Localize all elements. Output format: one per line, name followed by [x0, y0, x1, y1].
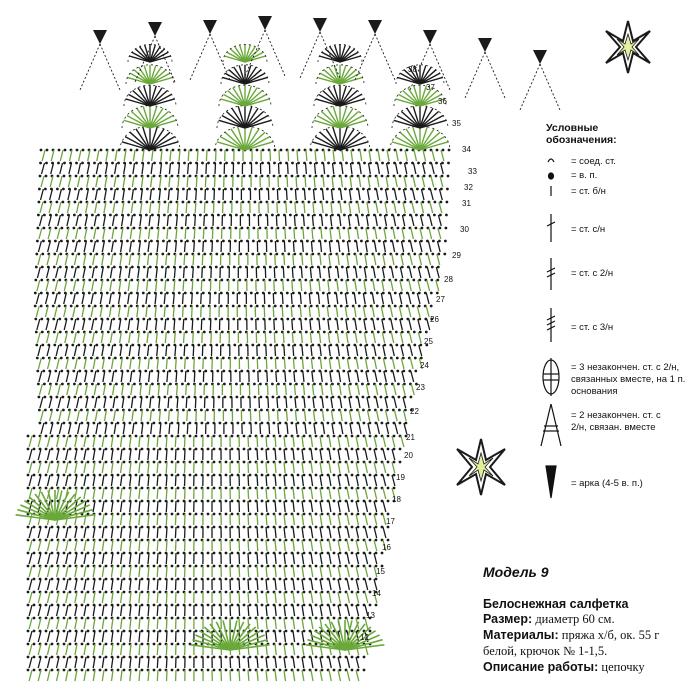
chain-icon [547, 172, 555, 180]
row-number-label: 19 [396, 473, 405, 482]
row-number-label: 22 [410, 407, 419, 416]
legend-item-tr: = ст. с 2/н [571, 268, 614, 279]
row-number-label: 30 [460, 225, 469, 234]
doily-pattern [15, 16, 561, 682]
model-name: Белоснежная салфетка [483, 597, 629, 611]
row-number-label: 38 [408, 65, 417, 74]
row-number-label: 25 [424, 337, 433, 346]
row-number-label: 21 [406, 433, 415, 442]
row-number-label: 23 [416, 383, 425, 392]
model-size: Размер: диаметр 60 см. [483, 612, 615, 626]
model-work: Описание работы: цепочку [483, 660, 645, 674]
row-number-label: 14 [372, 589, 381, 598]
legend-title: Условные обозначения: [546, 122, 617, 146]
row-number-label: 15 [376, 567, 385, 576]
row-number-label: 18 [392, 495, 401, 504]
legend-item-arch: = арка (4-5 в. п.) [571, 478, 643, 489]
row-number-label: 31 [462, 199, 471, 208]
row-number-label: 29 [452, 251, 461, 260]
legend-item-sc: = ст. б/н [571, 186, 606, 197]
legend-item-slip-stitch: = соед. ст. [571, 156, 616, 167]
row-number-label: 35 [452, 119, 461, 128]
arch-icon [545, 465, 557, 499]
row-number-label: 37 [426, 83, 435, 92]
row-number-label: 24 [420, 361, 429, 370]
row-number-label: 12 [360, 633, 369, 642]
legend-item-dtr: = ст. с 3/н [571, 322, 614, 333]
cluster2-icon [540, 403, 562, 447]
legend-symbols [540, 158, 562, 499]
model-title: Модель 9 [483, 564, 549, 580]
decorative-star-icon [456, 438, 506, 496]
legend-item-dc: = ст. с/н [571, 224, 606, 235]
row-number-label: 16 [382, 543, 391, 552]
legend-item-cluster2: = 2 незакончен. ст. с 2/н, связан. вмест… [571, 410, 661, 433]
model-materials-line2: белой, крючок № 1-1,5. [483, 644, 608, 658]
row-number-label: 27 [436, 295, 445, 304]
row-number-label: 13 [366, 611, 375, 620]
row-number-label: 34 [462, 145, 471, 154]
model-materials: Материалы: пряжа х/б, ок. 55 г [483, 628, 660, 642]
slip-stitch-icon [547, 158, 555, 163]
legend-item-cluster3: = 3 незакончен. ст. с 2/н, связанных вме… [571, 362, 686, 397]
row-number-label: 28 [444, 275, 453, 284]
row-number-label: 17 [386, 517, 395, 526]
row-number-label: 36 [438, 97, 447, 106]
row-number-label: 26 [430, 315, 439, 324]
row-number-label: 32 [464, 183, 473, 192]
decorative-star-icon [605, 20, 651, 74]
row-number-label: 33 [468, 167, 477, 176]
row-number-label: 20 [404, 451, 413, 460]
legend-item-chain: = в. п. [571, 170, 598, 181]
